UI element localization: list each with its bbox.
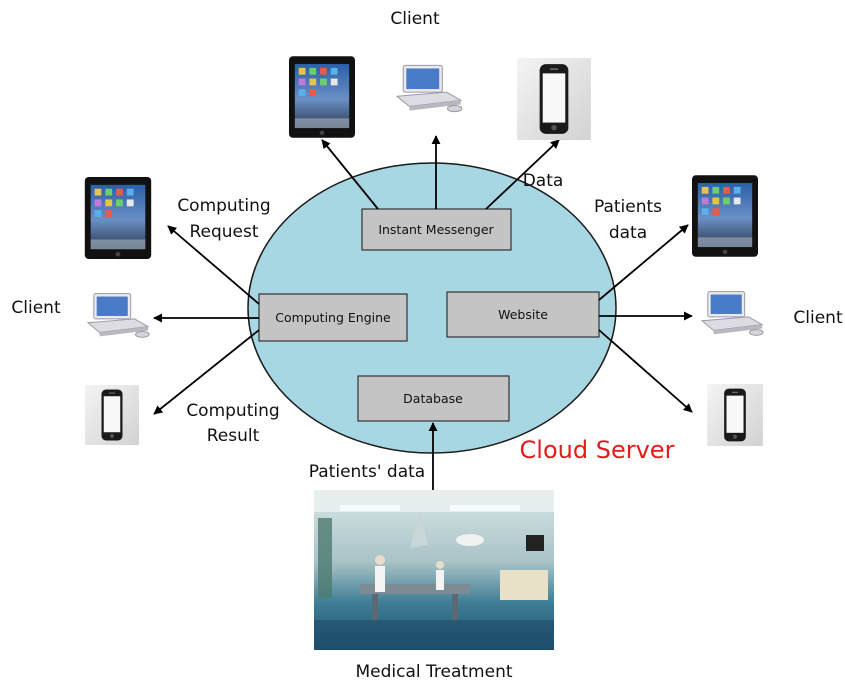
computing-engine-label: Computing Engine — [275, 310, 391, 325]
tablet-icon — [289, 56, 355, 138]
arrow-to-left-tablet — [167, 225, 260, 305]
arrow-to-right-tablet — [598, 224, 689, 301]
cloud-server-ellipse — [247, 162, 617, 454]
cloud-server-label: Cloud Server — [520, 436, 675, 464]
laptop-icon — [396, 64, 463, 113]
client-right-label: Client — [793, 308, 843, 328]
medical-treatment-label: Medical Treatment — [355, 662, 512, 682]
website-label: Website — [498, 307, 548, 322]
patients-data-label: Patients — [594, 197, 662, 217]
instant-messenger-label: Instant Messenger — [378, 222, 494, 237]
smartphone-icon — [707, 384, 763, 446]
client-left-label: Client — [11, 298, 61, 318]
arrow-to-top-phone — [485, 139, 560, 210]
tablet-icon — [692, 175, 758, 257]
client-top-label: Client — [390, 9, 440, 29]
computing-engine-box: Computing Engine — [258, 293, 408, 342]
tablet-icon — [84, 177, 152, 259]
arrow-to-right-phone — [598, 329, 693, 413]
instant-messenger-box: Instant Messenger — [361, 208, 512, 251]
website-box: Website — [446, 291, 600, 338]
arrows — [153, 135, 693, 490]
data-label: Data — [523, 171, 564, 191]
database-label: Database — [403, 391, 463, 406]
smartphone-icon — [517, 58, 591, 140]
arrow-to-left-phone — [153, 329, 260, 415]
arrow-to-top-tablet — [321, 139, 379, 210]
computing-request-label-2: Request — [189, 222, 258, 242]
smartphone-icon — [85, 385, 139, 445]
laptop-icon — [87, 293, 150, 338]
patients-data-label-2: data — [609, 223, 647, 243]
computing-result-label: Computing — [186, 401, 279, 421]
operating-room-photo — [314, 490, 554, 650]
patients-data-bottom-label: Patients' data — [309, 462, 425, 482]
laptop-icon — [701, 291, 764, 336]
computing-result-label-2: Result — [207, 426, 260, 446]
database-box: Database — [357, 375, 510, 422]
computing-request-label: Computing — [177, 196, 270, 216]
